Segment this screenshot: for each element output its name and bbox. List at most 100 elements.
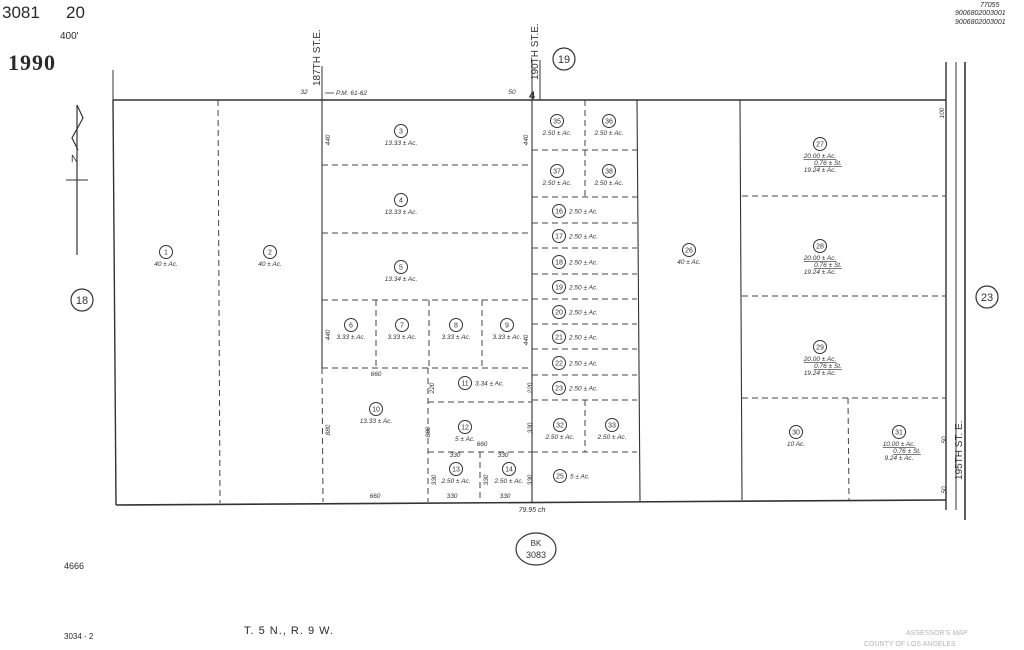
- dimension-label: 660: [477, 441, 488, 448]
- parcel-number-circle: [552, 204, 566, 218]
- parcel-16[interactable]: 16 2.50 ± Ac.: [552, 204, 599, 218]
- parcel-number: 30: [792, 430, 800, 437]
- parcel-number-circle: [813, 340, 827, 354]
- parcel-number-circle: [369, 402, 383, 416]
- parcel-number-circle: [553, 469, 567, 483]
- dimension-label: 330: [500, 493, 511, 500]
- parcel-area: 13.34 ± Ac.: [385, 276, 418, 283]
- ref-code-1: 77055: [980, 2, 1000, 9]
- map-year: 1990: [8, 50, 56, 75]
- dimension-label: 220: [429, 382, 436, 394]
- parcel-9[interactable]: 93.33 ± Ac.: [493, 318, 522, 342]
- parcel-net: 19.24 ± Ac.: [804, 370, 837, 377]
- assessor-stamp: ASSESSOR'S MAP: [906, 630, 968, 637]
- neighbor-page-north-circle[interactable]: [552, 47, 576, 71]
- parcel-6[interactable]: 63.33 ± Ac.: [337, 318, 366, 342]
- parcel-23[interactable]: 23 2.50 ± Ac.: [552, 381, 599, 395]
- parcel-33[interactable]: 332.50 ± Ac.: [597, 418, 627, 442]
- parcel-number: 14: [505, 467, 513, 474]
- parcel-number: 31: [895, 430, 903, 437]
- parcel-5[interactable]: 513.34 ± Ac.: [385, 260, 418, 284]
- parcel-1[interactable]: 140 ± Ac.: [154, 245, 178, 269]
- dimension-label: 330: [450, 452, 461, 459]
- parcel-area: 3.33 ± Ac.: [388, 334, 417, 341]
- parcel-area: 2.50 ± Ac.: [542, 180, 572, 187]
- parcel-number: 23: [555, 386, 563, 393]
- parcel-number: 35: [553, 119, 561, 126]
- parcel-7[interactable]: 73.33 ± Ac.: [388, 318, 417, 342]
- parcel-number: 38: [605, 169, 613, 176]
- parcel-number-circle: [552, 356, 566, 370]
- parcel-area: 2.50 ± Ac.: [594, 180, 624, 187]
- township-range: T. 5 N., R. 9 W.: [244, 625, 334, 637]
- parcel-area: 20.00 ± Ac.: [803, 153, 837, 160]
- parcel-area: 3.34 ± Ac.: [475, 381, 504, 388]
- neighbor-page-west-circle[interactable]: [70, 288, 94, 312]
- parcel-number: 32: [556, 423, 564, 430]
- parcel-35[interactable]: 352.50 ± Ac.: [542, 114, 572, 138]
- parcel-area: 40 ± Ac.: [677, 259, 701, 266]
- parcel-number: 27: [816, 142, 824, 149]
- book-label: BK: [531, 539, 542, 548]
- parcel-number: 6: [349, 323, 353, 330]
- map-scale: 400': [60, 31, 79, 42]
- left-code: 4666: [64, 561, 85, 571]
- parcel-37[interactable]: 372.50 ± Ac.: [542, 164, 572, 188]
- north-arrow-icon: [66, 104, 88, 255]
- sheet-reference: 3034 - 2: [64, 632, 94, 641]
- parcel-number-circle: [552, 381, 566, 395]
- parcel-number: 13: [452, 467, 460, 474]
- parcel-13[interactable]: 13 2.50 ± Ac.: [441, 462, 471, 486]
- ref-code-3: 9006802003001: [955, 19, 1006, 26]
- parcel-st: 0.76 ± St.: [814, 363, 842, 370]
- parcel-number: 17: [555, 234, 563, 241]
- street-190th: 190TH ST.E.: [530, 23, 541, 80]
- dimension-label: 660: [371, 371, 382, 378]
- parcel-12[interactable]: 125 ± Ac.: [455, 420, 475, 444]
- parcel-3[interactable]: 313.33 ± Ac.: [385, 124, 418, 148]
- parcel-number-circle: [553, 418, 567, 432]
- dimension-label: 330: [483, 474, 490, 485]
- dimension-label: 330: [527, 474, 534, 485]
- parcel-area: 13.33 ± Ac.: [360, 418, 393, 425]
- dimension-label: 880: [325, 424, 332, 435]
- neighbor-page-east: 23: [981, 292, 993, 304]
- parcel-area: 2.50 ± Ac.: [545, 434, 575, 441]
- parcel-number-circle: [449, 318, 463, 332]
- dimension-label: 100: [939, 107, 946, 118]
- parcel-area: 2.50 ± Ac.: [441, 478, 471, 485]
- dimension-label: 440: [325, 134, 332, 145]
- parcel-4[interactable]: 413.33 ± Ac.: [385, 193, 418, 217]
- parcel-area: 2.50 ± Ac.: [568, 386, 598, 393]
- parcel-number: 16: [555, 209, 563, 216]
- parcel-38[interactable]: 38 2.50 ± Ac.: [594, 164, 624, 188]
- parcel-number-circle: [550, 114, 564, 128]
- dimension-label: 880: [425, 426, 432, 437]
- parcel-area: 5 ± Ac.: [570, 474, 590, 481]
- parcel-number: 3: [399, 129, 403, 136]
- neighbor-page-east-circle[interactable]: [975, 285, 999, 309]
- parcel-number: 2: [268, 250, 272, 257]
- parcel-8[interactable]: 83.33 ± Ac.: [442, 318, 471, 342]
- parcel-36[interactable]: 362.50 ± Ac.: [594, 114, 624, 138]
- parcel-2[interactable]: 240 ± Ac.: [258, 245, 282, 269]
- parcel-32[interactable]: 32 2.50 ± Ac.: [545, 418, 575, 442]
- parcel-number-circle: [159, 245, 173, 259]
- parcel-14[interactable]: 142.50 ± Ac.: [494, 462, 524, 486]
- parcel-area: 2.50 ± Ac.: [568, 209, 598, 216]
